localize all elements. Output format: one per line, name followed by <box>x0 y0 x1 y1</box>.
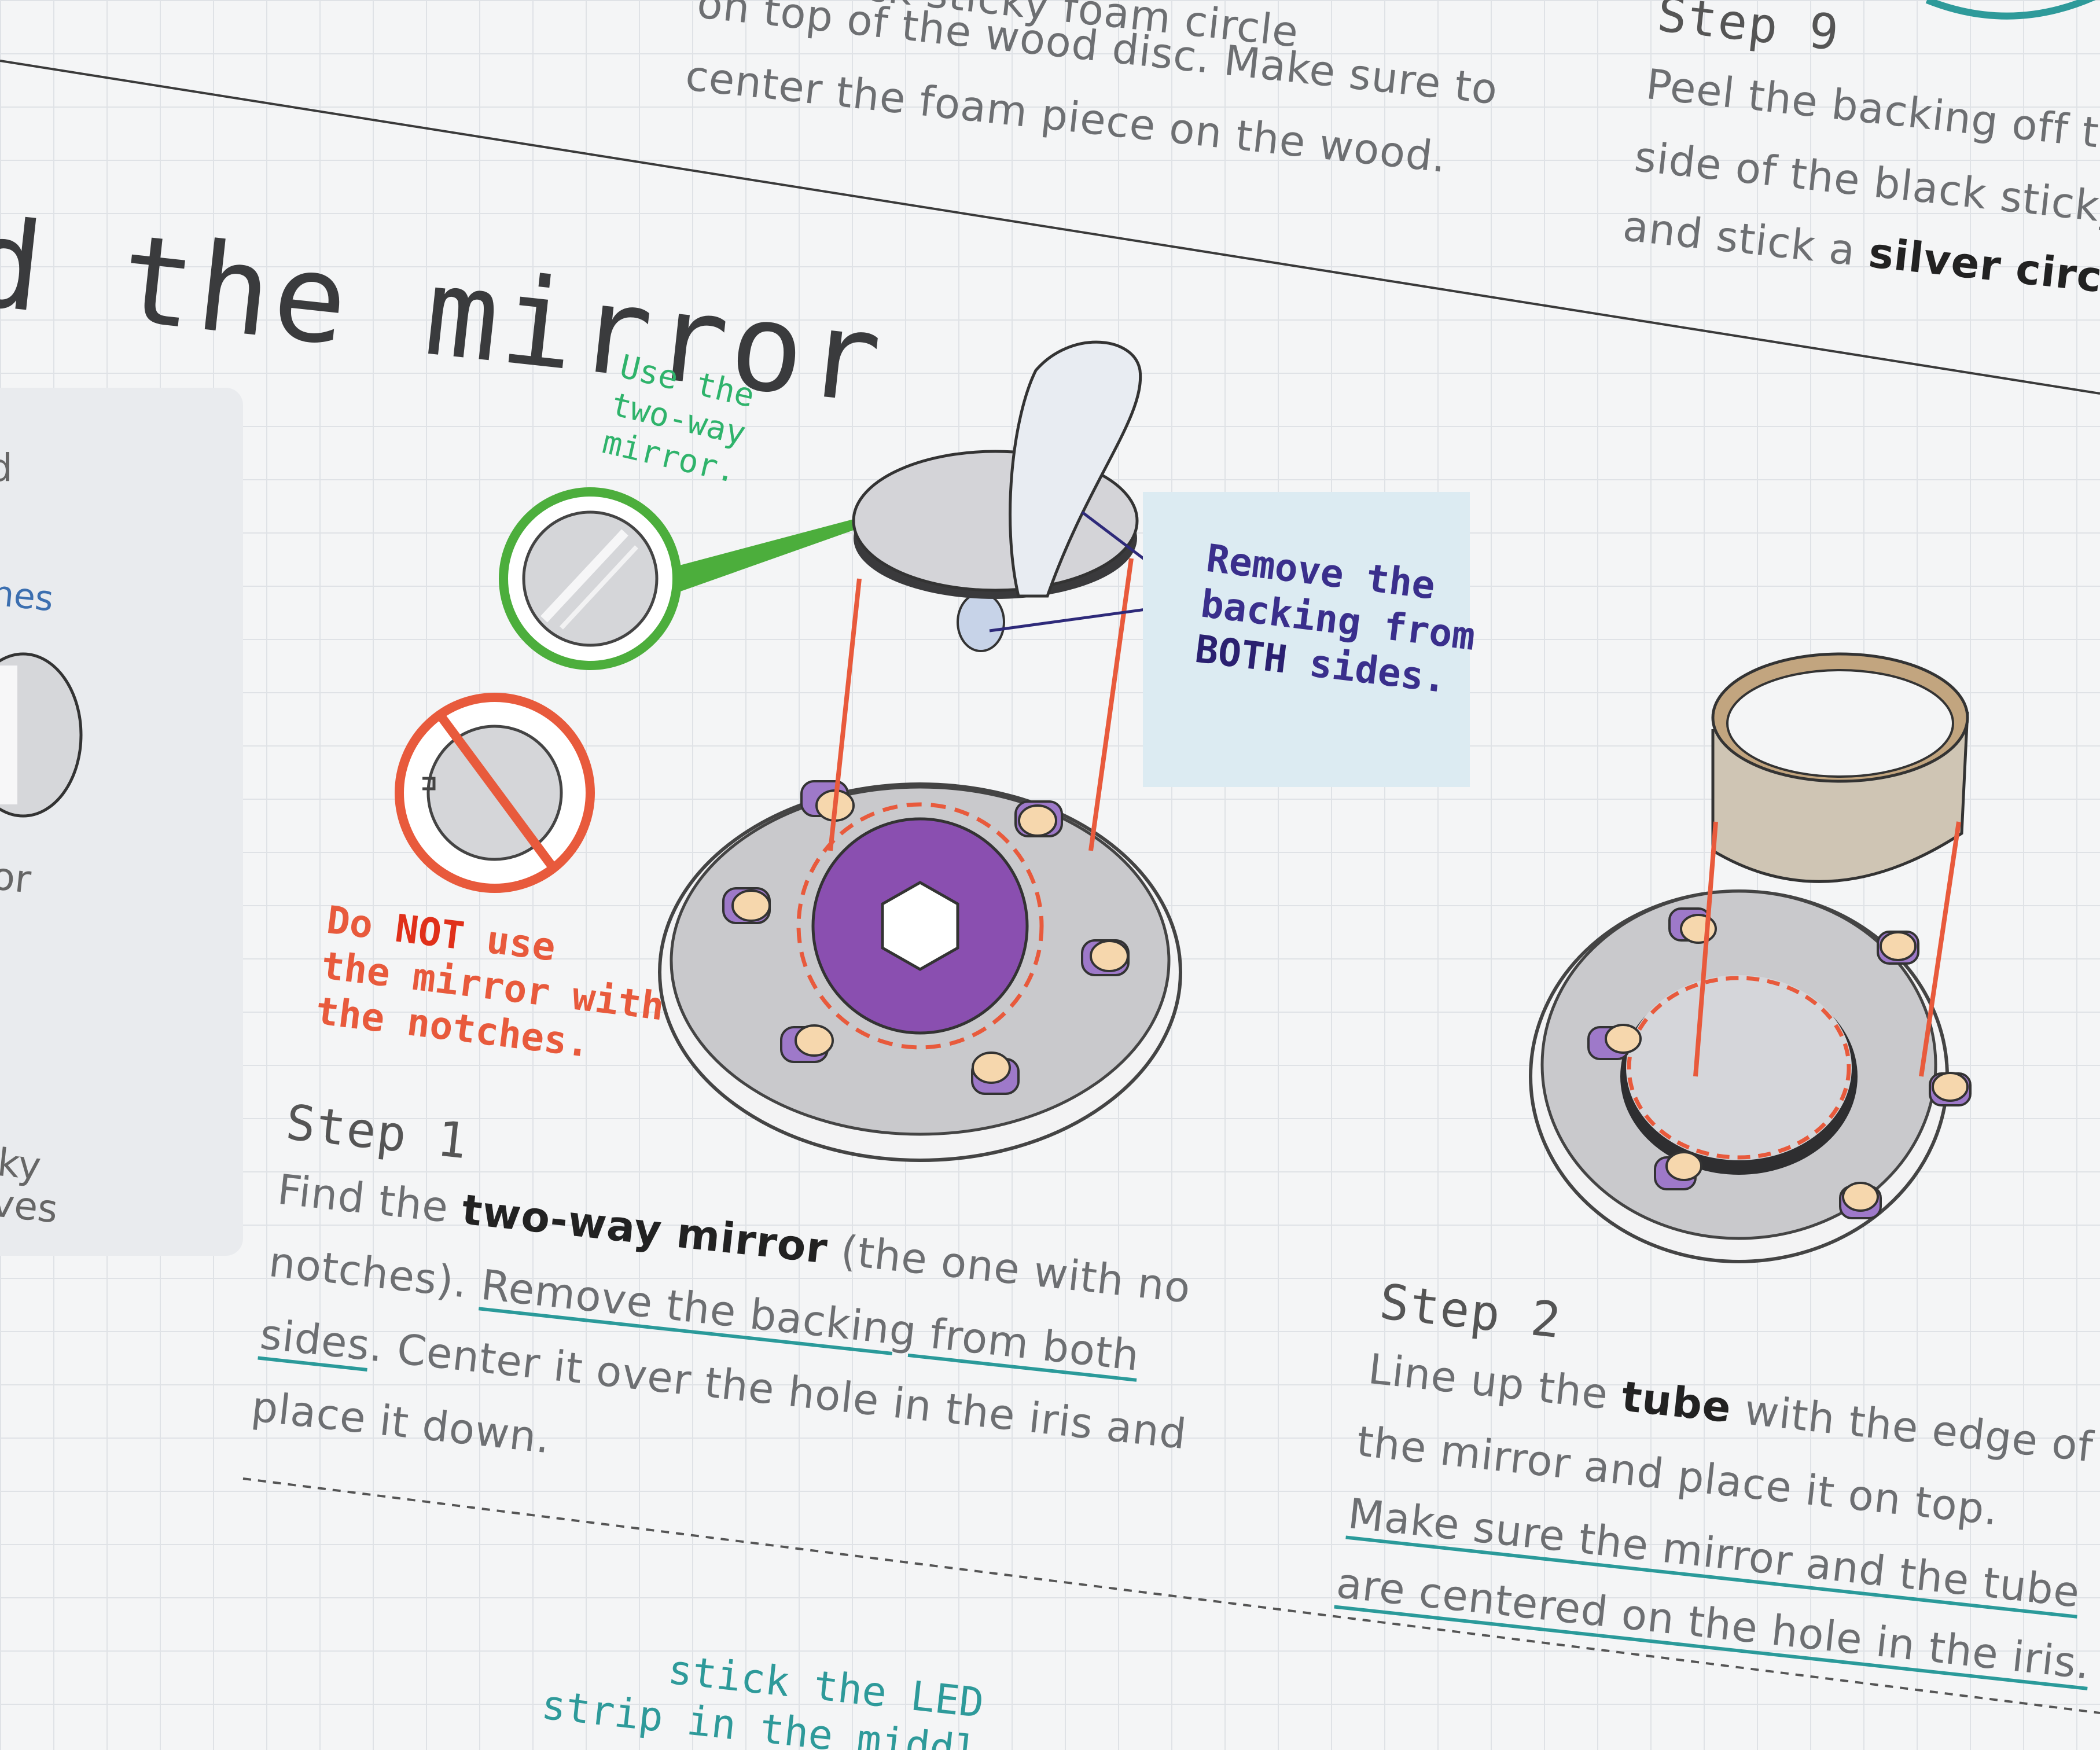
section-rule <box>0 60 2100 395</box>
teal-circle-fragment <box>1925 0 2096 20</box>
sidebar-fragment-5: ves <box>0 1181 60 1232</box>
iris-base-step1 <box>658 780 1182 1162</box>
sidebar-fragment-3: or <box>0 854 34 902</box>
dashed-separator <box>242 1477 2100 1714</box>
floating-two-way-mirror <box>828 340 1202 851</box>
sidebar-card <box>0 388 243 1256</box>
tube-on-base-step2 <box>1529 652 1972 1263</box>
step1-line3-underlined: sides <box>258 1309 373 1370</box>
step2-line1-bold: tube <box>1619 1372 1734 1432</box>
sidebar-fragment-2: hes <box>0 573 56 620</box>
sidebar-mirror-icon <box>0 652 83 818</box>
notched-mirror-warning <box>395 693 595 893</box>
do-not-bold: NOT <box>392 906 467 959</box>
do-not-text: Do <box>324 897 399 950</box>
sidebar-fragment-1: d <box>0 446 13 490</box>
remove-backing-box <box>1143 492 1470 787</box>
